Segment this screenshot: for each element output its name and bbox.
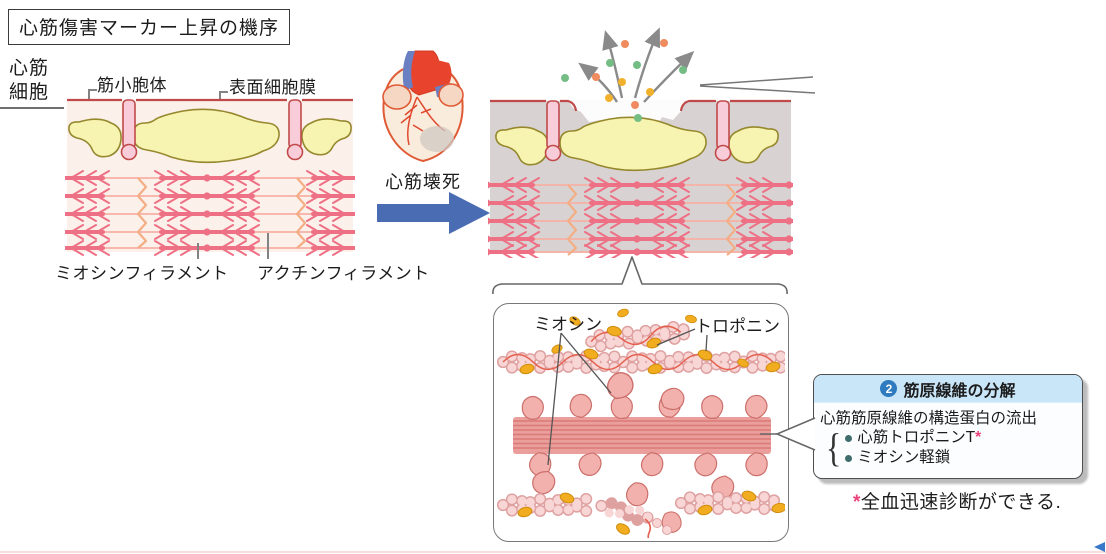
info-box-line1: 心筋筋原線維の構造蛋白の流出 (820, 410, 1038, 427)
list-item-myosin-light-chain: ミオシン軽鎖 (845, 448, 981, 468)
actin-chain-bottom (497, 488, 785, 538)
t-tubule (544, 100, 562, 162)
page-edge-line (0, 551, 1106, 553)
molecular-detail-art (497, 307, 785, 538)
item-troponin-asterisk: * (975, 429, 982, 446)
info-box-list: { 心筋トロポニンT * ミオシン軽鎖 (824, 428, 1076, 468)
bullet-icon (845, 454, 853, 462)
item-myosin-text: ミオシン軽鎖 (857, 449, 951, 466)
info-box-header: 2 筋原線維の分解 (814, 375, 1082, 403)
bullet-icon (845, 434, 853, 442)
heart-illustration (382, 50, 464, 163)
myosin-label: ミオシン (534, 315, 602, 334)
damaged-cell-diagram (488, 27, 793, 258)
surface-membrane-label: 表面細胞膜 (229, 78, 317, 97)
t-tubule (286, 99, 304, 161)
pulmonary-red (433, 59, 452, 91)
ruptured-membrane (490, 99, 791, 112)
membrane-leader-line (219, 91, 221, 104)
actin-filament-leader (267, 233, 269, 259)
cell-side-label: 心筋 細胞 (9, 57, 49, 105)
footnote-text: 全血迅速診断ができる. (860, 492, 1062, 513)
page-corner-mark-icon (1094, 542, 1105, 552)
membrane-leader-tick (219, 91, 228, 93)
brace-glyph: { (825, 425, 842, 470)
marker-dots (561, 39, 687, 122)
step-2-badge: 2 (880, 380, 898, 397)
troponin-label: トロポニン (695, 317, 780, 336)
actin-fragment-top (585, 320, 693, 353)
myosin-filament-leader (197, 243, 199, 259)
detail-leader-lines (547, 328, 708, 466)
atrial-appendage-right (438, 83, 464, 107)
marker-escape-arrows (578, 27, 695, 103)
figure-title: 心筋傷害マーカー上昇の機序 (8, 9, 291, 45)
t-tubule (120, 99, 138, 161)
necrosis-spot (420, 126, 454, 152)
vessel-blue (402, 51, 415, 91)
myofibril-breakdown-box: 2 筋原線維の分解 心筋筋原線維の構造蛋白の流出 { 心筋トロポニンT * ミオ… (813, 374, 1083, 479)
necrosis-label: 心筋壊死 (385, 172, 461, 192)
footnote-asterisk: * (853, 492, 861, 513)
cell-side-label-line2: 細胞 (9, 82, 50, 103)
side-label-underline (0, 107, 64, 109)
zoom-brace (492, 256, 788, 295)
item-troponin-text: 心筋トロポニンT (857, 429, 976, 446)
coronary-arteries (400, 96, 446, 146)
cell-side-label-line1: 心筋 (9, 58, 50, 79)
atrial-appendage-left (382, 84, 412, 110)
myosin-filament-label: ミオシンフィラメント (55, 264, 229, 283)
info-box-heading: 筋原線維の分解 (903, 382, 1016, 400)
sr-leader-tick (88, 89, 97, 91)
rupture-callout-lines (699, 76, 816, 94)
actin-filament-label: アクチンフィラメント (257, 264, 430, 283)
healthy-cell-diagram (65, 98, 355, 257)
t-tubule (714, 100, 732, 162)
info-box-body: 心筋筋原線維の構造蛋白の流出 { 心筋トロポニンT * ミオシン軽鎖 (814, 403, 1082, 468)
transition-arrow-icon (377, 192, 490, 234)
sarcoplasmic-reticulum-label: 筋小胞体 (97, 76, 167, 95)
footnote: *全血迅速診断ができる. (853, 487, 1061, 514)
list-item-troponin: 心筋トロポニンT * (845, 428, 981, 448)
info-box-pointer (760, 417, 816, 451)
molecular-detail-box: ミオシン トロポニン (493, 303, 789, 542)
myosin-thick-filament (513, 391, 771, 479)
